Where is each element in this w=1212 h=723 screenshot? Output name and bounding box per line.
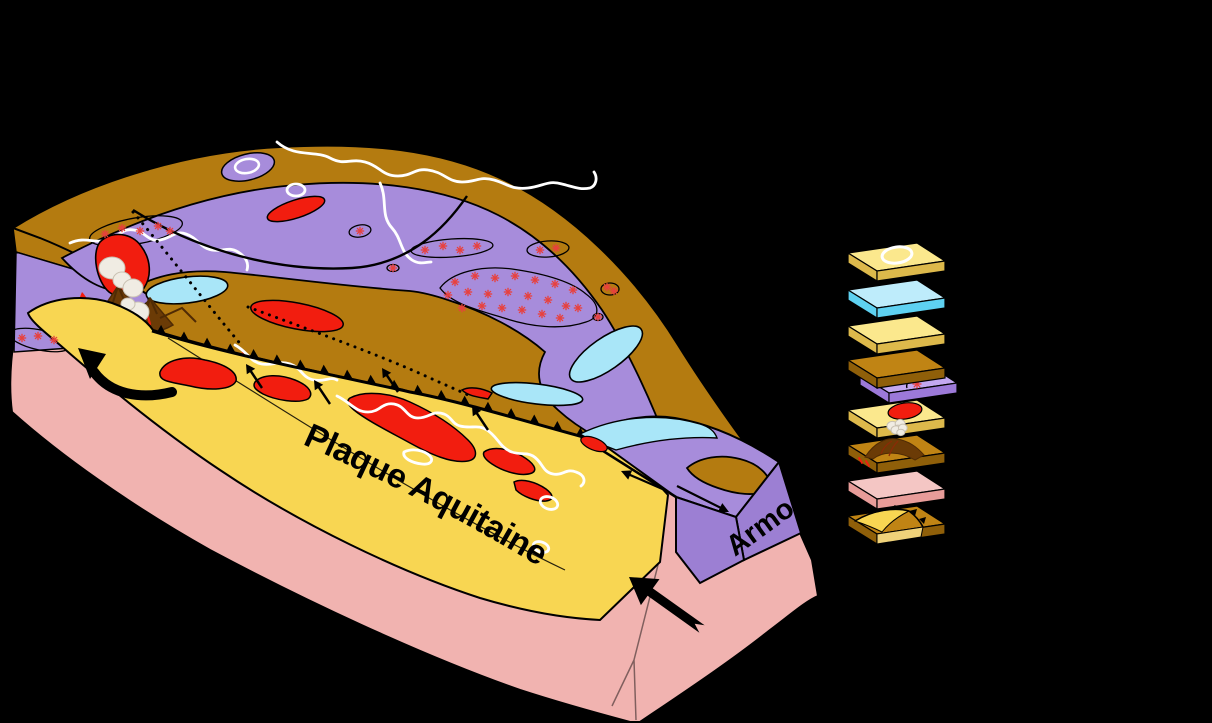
legend-layer-suture xyxy=(846,505,947,546)
plate-magma-bodies xyxy=(159,357,553,502)
strike-slip-arrow-pair xyxy=(621,470,729,512)
lake xyxy=(568,325,644,383)
red-asterisk-field xyxy=(17,221,619,345)
coastline-islet xyxy=(402,448,433,466)
legend-layer-ocean xyxy=(846,279,947,320)
rotation-arrow-icon xyxy=(89,367,177,401)
upper-plate-surface xyxy=(8,140,764,472)
purple-outlier xyxy=(220,152,276,182)
dotted-line xyxy=(131,210,245,349)
magma-body xyxy=(159,357,237,390)
smoke-cloud xyxy=(890,423,908,437)
white-island-ring xyxy=(285,182,307,198)
armorica-block: Armo xyxy=(578,415,803,585)
convergence-arrow-icon xyxy=(629,577,705,633)
coastline xyxy=(378,181,433,265)
smoke-clouds xyxy=(98,256,150,323)
surface-faults xyxy=(131,195,472,398)
magma-body xyxy=(253,375,312,402)
magma-body xyxy=(347,392,477,463)
slab-over-brown xyxy=(846,349,947,390)
lake xyxy=(490,381,584,407)
armorica-front-face xyxy=(675,495,746,585)
white-island-ring xyxy=(531,540,551,554)
granite-big-patch-outline xyxy=(439,267,598,328)
river-line xyxy=(275,140,598,191)
thrust-teeth xyxy=(156,324,610,444)
aquitaine-plate: Plaque Aquitaine xyxy=(26,297,670,622)
magma-body xyxy=(266,195,326,223)
legend-layer-yellow-coastline xyxy=(846,242,947,283)
magma-body xyxy=(460,387,494,400)
legend-layer-mantle xyxy=(846,470,947,511)
fault-line xyxy=(132,195,468,270)
thrust-arrows xyxy=(246,364,489,431)
magma-body xyxy=(580,435,608,453)
rotation-arrow-head xyxy=(78,348,106,379)
armorica-cyan-strip xyxy=(578,416,718,451)
white-island-ring xyxy=(538,495,560,511)
coastline xyxy=(233,343,586,488)
legend xyxy=(846,242,959,546)
magma-body xyxy=(250,299,344,333)
plate-coastlines xyxy=(233,343,586,554)
legend-layer-yellow xyxy=(846,315,947,356)
legend-layer-brown-over-purple xyxy=(846,349,959,405)
kinematic-arrows xyxy=(78,348,705,633)
white-island-ring xyxy=(233,157,261,175)
toothed-thrust-line xyxy=(151,324,626,450)
